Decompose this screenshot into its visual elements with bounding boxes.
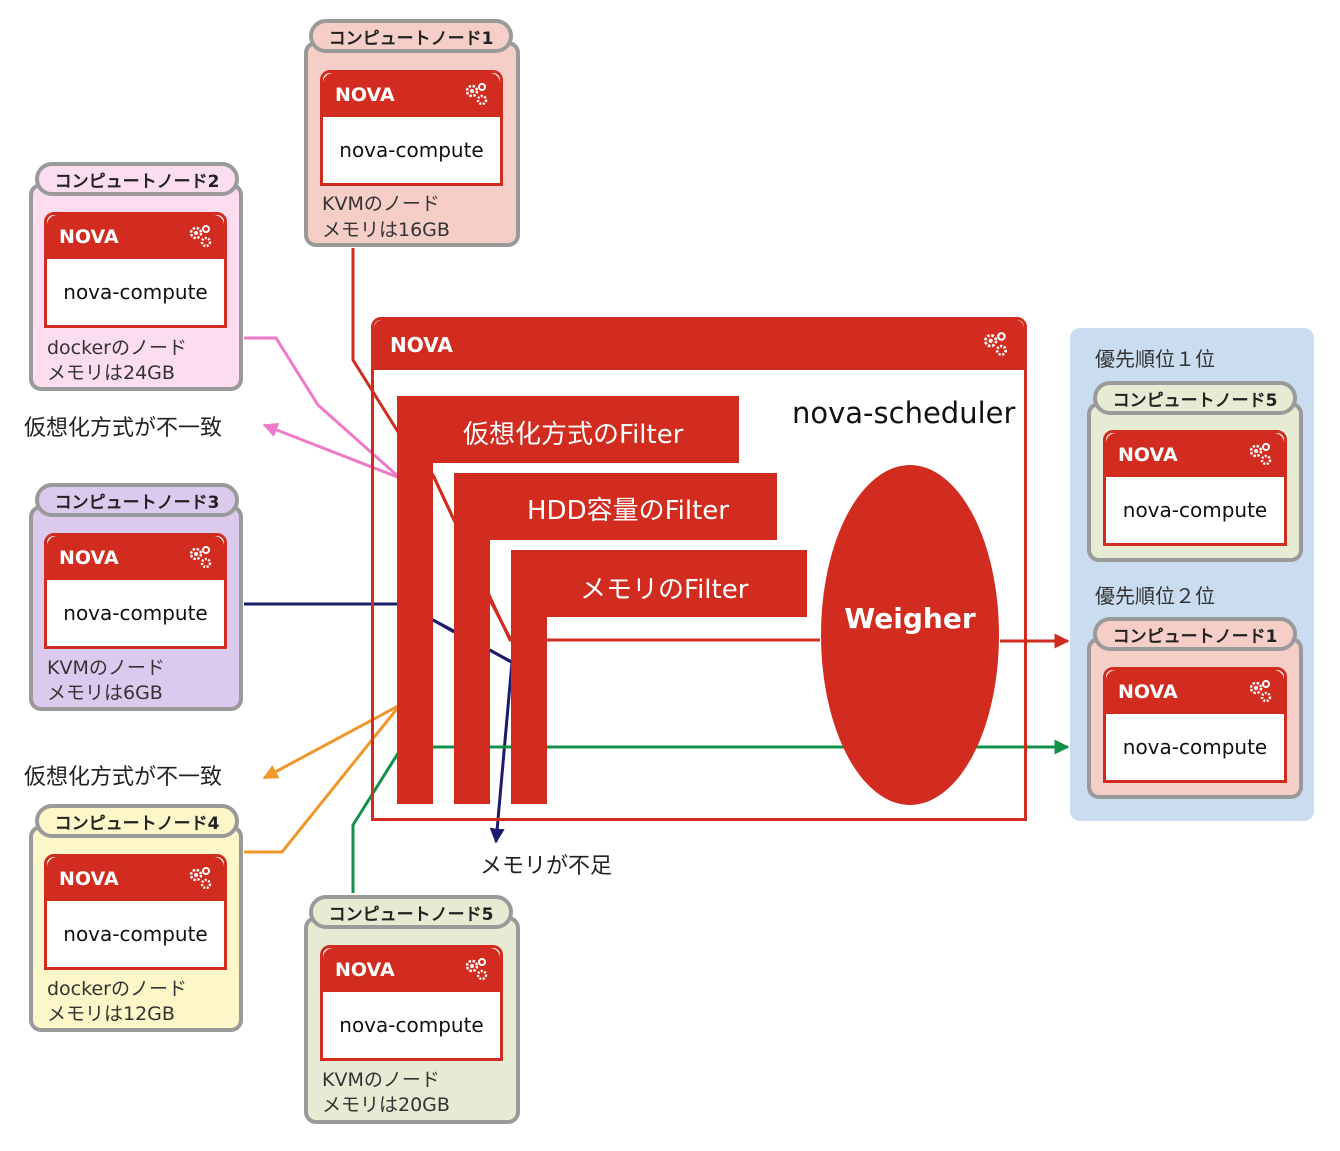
connector-node1-gap1: [431, 474, 456, 521]
compute-node-5-title: コンピュートノード5: [309, 895, 513, 929]
connector-node3-gap1: [432, 618, 455, 634]
arrow-virt-mismatch-1: [262, 422, 401, 480]
compute-node-4-nova: NOVA nova-compute: [44, 854, 227, 970]
connector-node2: [244, 336, 401, 480]
gears-icon: [189, 546, 212, 569]
priority-rank2-node-title: コンピュートノード1: [1093, 617, 1297, 651]
filter-virt-label: 仮想化方式のFilter: [463, 420, 684, 450]
nova-header: NOVA: [323, 948, 500, 992]
compute-node-2-nova: NOVA nova-compute: [44, 212, 227, 328]
nova-label: NOVA: [335, 959, 395, 981]
filter-hdd-label: HDD容量のFilter: [527, 496, 729, 526]
nova-compute-label: nova-compute: [339, 1013, 484, 1037]
filter-hdd-shape: [454, 473, 777, 804]
scheduler-title: nova-scheduler: [792, 396, 1016, 430]
compute-node-4-caption-1: dockerのノード: [47, 978, 187, 1000]
nova-label: NOVA: [335, 84, 395, 106]
compute-node-4-title: コンピュートノード4: [35, 804, 239, 838]
compute-node-1-caption-2: メモリは16GB: [322, 219, 450, 241]
compute-node-2-title: コンピュートノード2: [35, 162, 239, 196]
compute-node-3-caption-1: KVMのノード: [47, 657, 165, 679]
nova-compute-label: nova-compute: [1122, 498, 1268, 522]
nova-compute-label: nova-compute: [63, 601, 208, 625]
nova-header: NOVA: [323, 73, 500, 117]
connector-node4: [244, 704, 402, 854]
gears-icon: [189, 225, 212, 248]
compute-node-2-caption-1: dockerのノード: [47, 337, 187, 359]
rejection-memory-short: メモリが不足: [480, 854, 613, 879]
scheduler-header: NOVA: [374, 320, 1024, 370]
nova-label: NOVA: [59, 547, 119, 569]
nova-header: NOVA: [47, 215, 224, 259]
connector-node3-gap2: [489, 648, 512, 664]
compute-node-3-title: コンピュートノード3: [35, 483, 239, 517]
weigher-shape: [821, 465, 999, 805]
nova-compute-label: nova-compute: [63, 922, 208, 946]
weigher-label: Weigher: [844, 602, 976, 635]
compute-node-2-caption-2: メモリは24GB: [47, 362, 175, 384]
gears-icon: [465, 83, 488, 106]
nova-compute-label: nova-compute: [1122, 735, 1268, 759]
gears-icon: [1249, 680, 1272, 703]
filter-memory-shape: [511, 550, 807, 804]
priority-rank2-label: 優先順位２位: [1095, 584, 1215, 608]
compute-node-1-nova: NOVA nova-compute: [320, 70, 503, 186]
nova-label: NOVA: [1118, 444, 1178, 466]
filter-virt-shape: [397, 396, 739, 804]
priority-rank2-nova: NOVA nova-compute: [1103, 667, 1287, 783]
nova-compute-label: nova-compute: [339, 138, 484, 162]
nova-label: NOVA: [1118, 681, 1178, 703]
rejection-virt-mismatch-2: 仮想化方式が不一致: [24, 765, 223, 790]
nova-header: NOVA: [1106, 670, 1284, 714]
nova-scheduler-box: NOVA: [371, 317, 1027, 821]
arrow-virt-mismatch-2: [262, 703, 401, 780]
nova-compute-label: nova-compute: [63, 280, 208, 304]
priority-rank1-label: 優先順位１位: [1095, 347, 1215, 371]
filter-memory-label: メモリのFilter: [580, 575, 749, 605]
compute-node-4-caption-2: メモリは12GB: [47, 1003, 175, 1025]
compute-node-3-caption-2: メモリは6GB: [47, 682, 163, 704]
compute-node-5-caption-2: メモリは20GB: [322, 1094, 450, 1116]
gears-icon: [465, 958, 488, 981]
priority-rank1-nova: NOVA nova-compute: [1103, 430, 1287, 546]
gears-icon: [189, 867, 212, 890]
nova-header: NOVA: [47, 536, 224, 580]
compute-node-3-nova: NOVA nova-compute: [44, 533, 227, 649]
connector-node1-gap2: [488, 599, 513, 641]
nova-label: NOVA: [59, 868, 119, 890]
priority-rank1-node-title: コンピュートノード5: [1093, 381, 1297, 415]
compute-node-1-caption-1: KVMのノード: [322, 193, 440, 215]
arrow-memory-short: [489, 661, 514, 844]
gears-icon: [984, 332, 1008, 356]
compute-node-5-nova: NOVA nova-compute: [320, 945, 503, 1061]
nova-header: NOVA: [1106, 433, 1284, 477]
compute-node-1-title: コンピュートノード1: [309, 19, 513, 53]
nova-label: NOVA: [59, 226, 119, 248]
nova-header: NOVA: [47, 857, 224, 901]
rejection-virt-mismatch-1: 仮想化方式が不一致: [24, 416, 223, 441]
gears-icon: [1249, 443, 1272, 466]
scheduler-nova-label: NOVA: [390, 333, 453, 357]
compute-node-5-caption-1: KVMのノード: [322, 1069, 440, 1091]
